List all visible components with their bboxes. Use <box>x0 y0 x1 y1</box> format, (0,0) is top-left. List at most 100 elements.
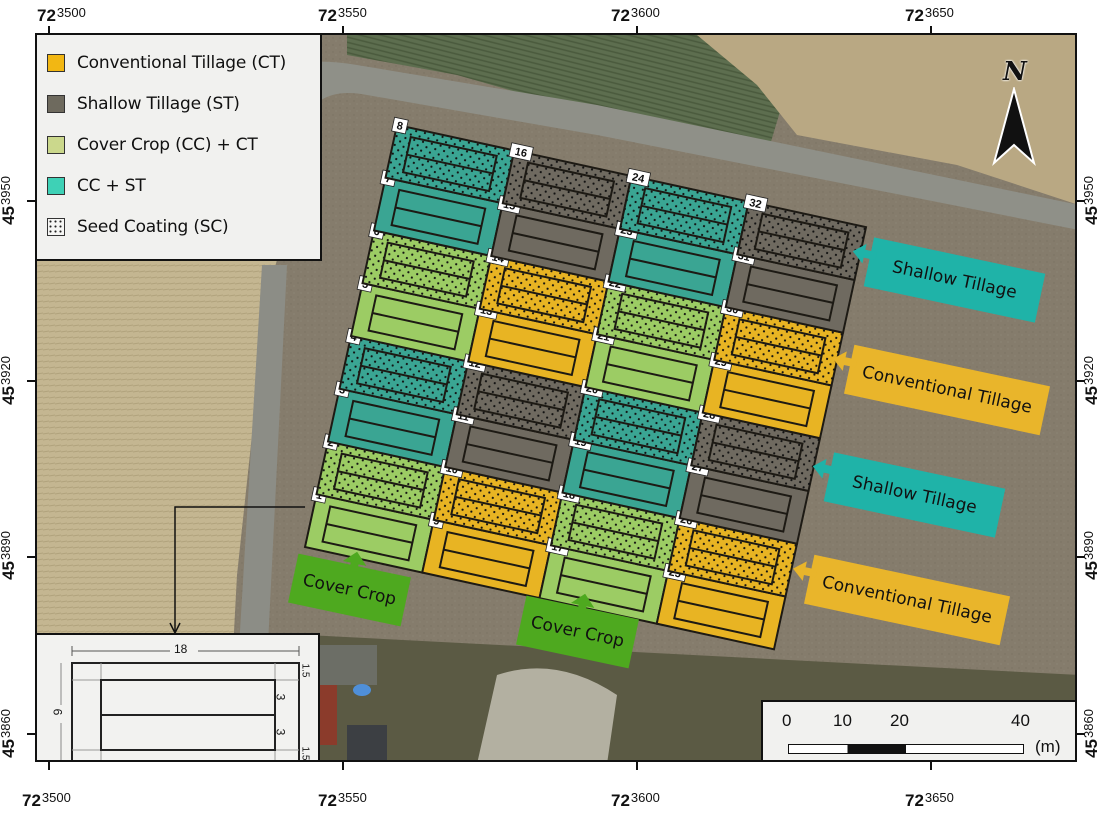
legend-item-cc-st: CC + ST <box>47 174 146 198</box>
x-tick-bottom-4 <box>930 762 932 770</box>
plot-6: 6 <box>361 222 493 310</box>
inset-sub-lower: 3 <box>273 728 288 736</box>
y-tick-right-3 <box>1077 556 1085 558</box>
arrow-up-icon <box>342 551 367 573</box>
north-arrow: N <box>989 57 1039 167</box>
plot-26: 26 <box>667 510 799 598</box>
legend: Conventional Tillage (CT) Shallow Tillag… <box>37 35 322 261</box>
plot-8: 8 <box>384 116 516 205</box>
x-tick-label-bottom-2: 723550 <box>318 790 367 810</box>
y-tick-left-2 <box>27 380 35 382</box>
sc-swatch-icon <box>47 218 65 236</box>
legend-item-st: Shallow Tillage (ST) <box>47 92 240 116</box>
plot-9: 9 <box>421 511 553 600</box>
plot-number: 32 <box>748 197 763 211</box>
north-label: N <box>1003 57 1027 87</box>
plot-24: 24 <box>618 167 750 256</box>
plot-dimension-inset: 18 6 1.5 3 3 1.5 2.5 13 2.5 <box>37 633 320 761</box>
callout-conventional-tillage-2: Conventional Tillage <box>793 554 1011 646</box>
y-tick-left-1 <box>27 200 35 202</box>
plot-2: 2 <box>315 433 447 521</box>
callout-shallow-tillage-2: Shallow Tillage <box>812 452 1006 538</box>
callout-conventional-tillage-1: Conventional Tillage <box>833 344 1051 436</box>
legend-label: Cover Crop (CC) + CT <box>77 135 258 155</box>
legend-label: CC + ST <box>77 176 146 196</box>
st-swatch-icon <box>47 95 65 113</box>
y-tick-right-1 <box>1077 200 1085 202</box>
scale-tick-40: 40 <box>1011 711 1030 730</box>
legend-label: Seed Coating (SC) <box>77 217 229 237</box>
x-tick-bottom-2 <box>342 762 344 770</box>
inset-sub-upper: 3 <box>273 693 288 701</box>
arrow-left-icon <box>833 351 858 371</box>
legend-label: Conventional Tillage (CT) <box>77 53 287 73</box>
plot-number: 1 <box>315 489 324 502</box>
arrow-left-icon <box>793 561 818 581</box>
x-tick-top-1 <box>48 26 50 34</box>
scale-bar-graphic <box>788 744 1024 754</box>
x-tick-top-3 <box>636 26 638 34</box>
plot-5: 5 <box>349 275 481 363</box>
scale-bar: 0 10 20 40 (m) <box>761 700 1075 760</box>
callout-shallow-tillage-1: Shallow Tillage <box>852 237 1046 323</box>
y-tick-label-left-2: 453920 <box>0 356 18 405</box>
x-tick-label-top-1: 723500 <box>37 5 86 25</box>
arrow-left-icon <box>812 458 838 479</box>
x-tick-bottom-1 <box>48 762 50 770</box>
x-tick-top-2 <box>342 26 344 34</box>
y-tick-left-4 <box>27 733 35 735</box>
map-frame: 1234567891011121314151617181920212223242… <box>35 33 1077 762</box>
x-tick-label-bottom-1: 723500 <box>22 790 71 810</box>
plot-12: 12 <box>455 353 587 442</box>
plot-18: 18 <box>549 484 681 573</box>
inset-edge-bottom: 1.5 <box>299 746 311 761</box>
plot-number: 16 <box>514 146 529 160</box>
plot-4: 4 <box>338 327 470 416</box>
cc-st-swatch-icon <box>47 177 65 195</box>
y-tick-label-left-4: 453860 <box>0 709 18 758</box>
scale-tick-20: 20 <box>890 711 909 730</box>
x-tick-label-top-2: 723550 <box>318 5 367 25</box>
north-arrow-icon <box>992 87 1036 167</box>
plot-10: 10 <box>432 458 564 547</box>
y-tick-right-2 <box>1077 380 1085 382</box>
callout-label: Shallow Tillage <box>850 472 979 518</box>
scale-tick-10: 10 <box>833 711 852 730</box>
plot-number: 24 <box>631 171 646 186</box>
plot-number: 8 <box>395 120 404 133</box>
x-tick-label-top-3: 723600 <box>611 5 660 25</box>
x-tick-label-bottom-4: 723650 <box>905 790 954 810</box>
scale-tick-0: 0 <box>782 711 792 730</box>
legend-label: Shallow Tillage (ST) <box>77 94 240 114</box>
plot-grid: 1234567891011121314151617181920212223242… <box>303 116 868 651</box>
callout-cover-crop-1: Cover Crop <box>288 551 411 627</box>
ct-swatch-icon <box>47 54 65 72</box>
plot-20: 20 <box>572 378 704 467</box>
inset-total-length: 18 <box>174 642 188 656</box>
plot-dimension-diagram <box>54 643 300 760</box>
inset-total-width: 6 <box>50 708 65 716</box>
arrow-up-icon <box>570 593 595 615</box>
x-tick-label-top-4: 723650 <box>905 5 954 25</box>
callout-label: Cover Crop <box>301 570 398 610</box>
y-tick-label-left-1: 453950 <box>0 176 18 225</box>
x-tick-label-bottom-3: 723600 <box>611 790 660 810</box>
scale-unit: (m) <box>1035 737 1061 756</box>
legend-item-sc: Seed Coating (SC) <box>47 215 229 239</box>
inset-edge-top: 1.5 <box>299 663 311 678</box>
y-tick-right-4 <box>1077 733 1085 735</box>
y-tick-left-3 <box>27 556 35 558</box>
y-tick-label-left-3: 453890 <box>0 531 18 580</box>
legend-item-cc-ct: Cover Crop (CC) + CT <box>47 133 258 157</box>
legend-item-ct: Conventional Tillage (CT) <box>47 51 286 75</box>
callout-label: Cover Crop <box>529 612 626 652</box>
plot-32: 32 <box>736 193 868 282</box>
cc-ct-swatch-icon <box>47 136 65 154</box>
x-tick-top-4 <box>930 26 932 34</box>
plot-11: 11 <box>444 406 576 494</box>
x-tick-bottom-3 <box>636 762 638 770</box>
callout-label: Shallow Tillage <box>890 257 1019 303</box>
callout-cover-crop-2: Cover Crop <box>516 593 639 669</box>
plot-16: 16 <box>501 142 633 230</box>
arrow-left-icon <box>852 243 878 264</box>
